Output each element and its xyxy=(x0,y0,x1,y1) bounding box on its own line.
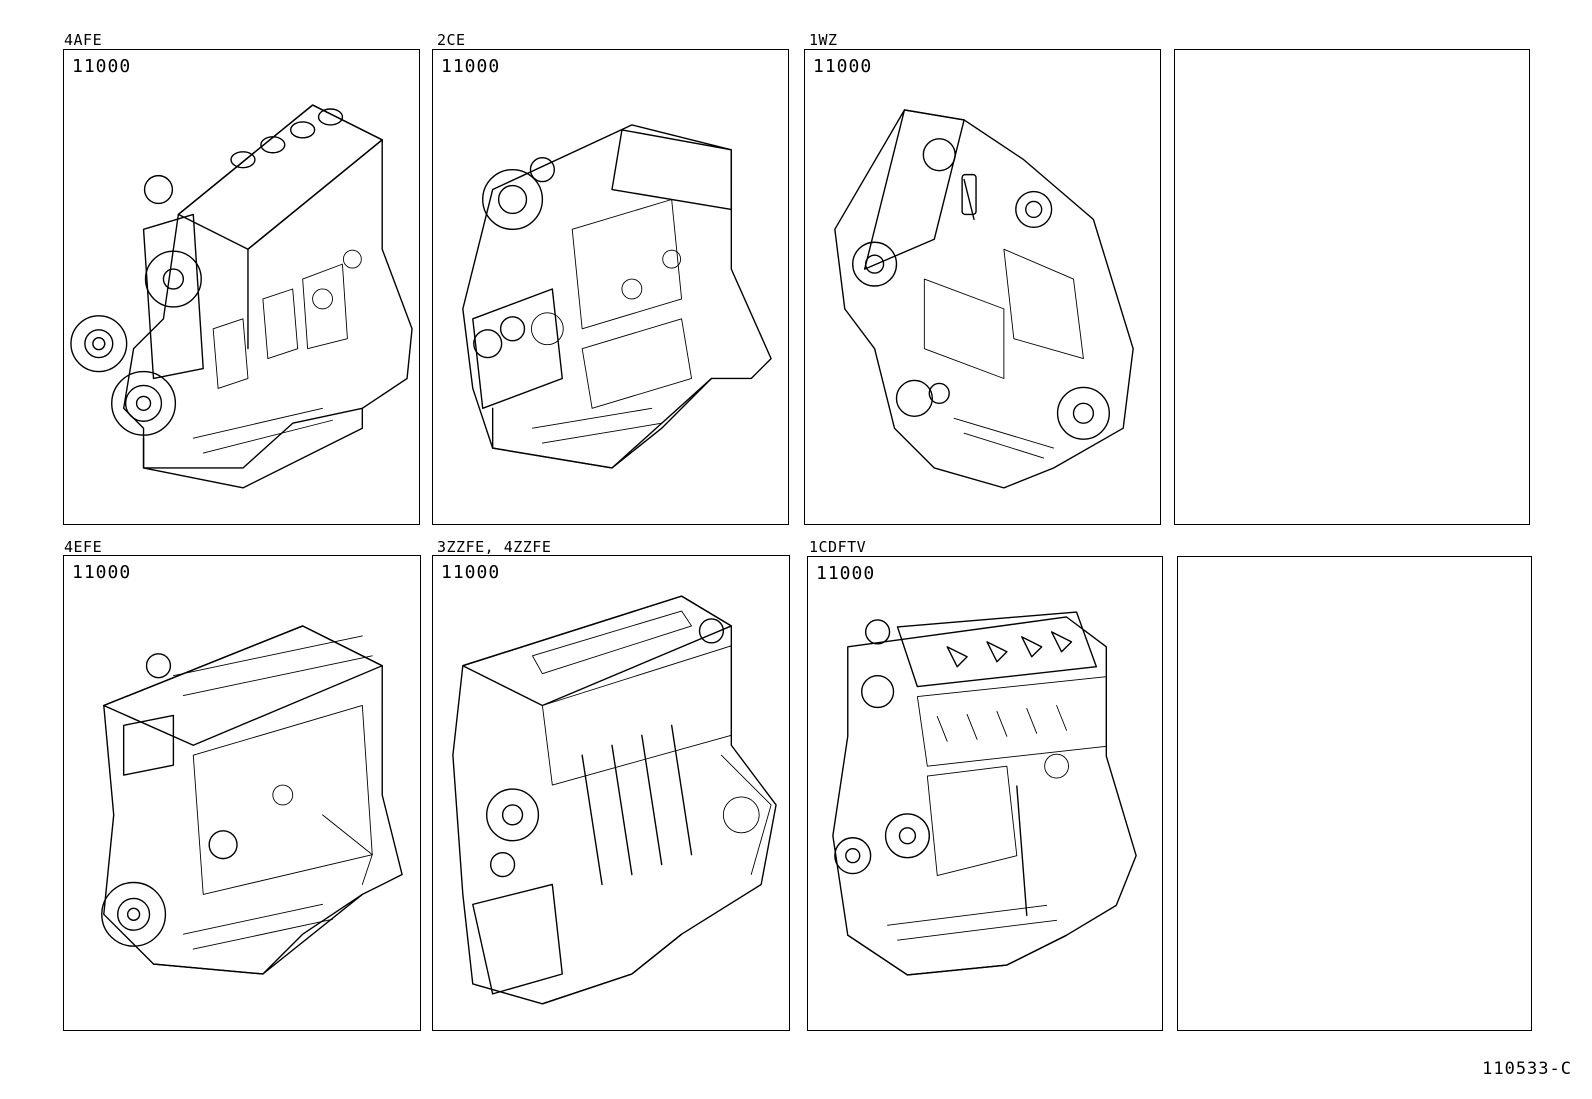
panel-title-1cdftv: 1CDFTV xyxy=(809,538,867,556)
engine-2ce-illustration xyxy=(433,50,788,524)
panel-title-2ce: 2CE xyxy=(437,31,466,49)
part-number: 11000 xyxy=(813,56,873,77)
reference-code: 110533-C xyxy=(1482,1059,1572,1079)
empty-panel xyxy=(1174,49,1530,525)
engine-4efe-illustration xyxy=(64,556,420,1030)
engine-panel-3zzfe-4zzfe[interactable]: 11000 xyxy=(432,555,790,1031)
engine-panel-1cdftv[interactable]: 11000 xyxy=(807,556,1163,1031)
part-number: 11000 xyxy=(72,56,132,77)
engine-panel-1wz[interactable]: 11000 xyxy=(804,49,1161,525)
engine-panel-4afe[interactable]: 11000 xyxy=(63,49,420,525)
engine-4afe-illustration xyxy=(64,50,419,524)
panel-title-1wz: 1WZ xyxy=(809,31,838,49)
part-number: 11000 xyxy=(816,563,876,584)
empty-panel xyxy=(1177,556,1532,1031)
engine-panel-4efe[interactable]: 11000 xyxy=(63,555,421,1031)
engine-3zzfe-4zzfe-illustration xyxy=(433,556,789,1030)
engine-1wz-illustration xyxy=(805,50,1160,524)
panel-title-3zzfe-4zzfe: 3ZZFE, 4ZZFE xyxy=(437,538,552,556)
part-number: 11000 xyxy=(441,56,501,77)
panel-title-4afe: 4AFE xyxy=(64,31,103,49)
part-number: 11000 xyxy=(72,562,132,583)
engine-1cdftv-illustration xyxy=(808,557,1162,1030)
part-number: 11000 xyxy=(441,562,501,583)
engine-panel-2ce[interactable]: 11000 xyxy=(432,49,789,525)
panel-title-4efe: 4EFE xyxy=(64,538,103,556)
